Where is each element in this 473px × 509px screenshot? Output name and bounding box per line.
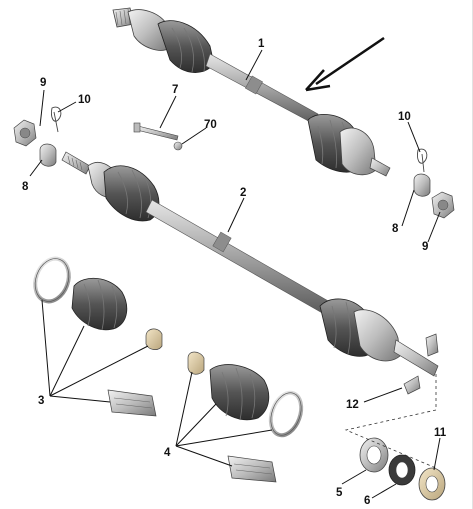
boot-kit-part-4 <box>187 351 304 483</box>
right-hub-fittings <box>413 148 455 219</box>
bracket-part-12 <box>403 375 421 395</box>
label-part-8-right: 8 <box>392 223 399 235</box>
label-part-10-left: 10 <box>78 94 91 106</box>
bolt-part-7 <box>133 122 179 141</box>
left-hub-fittings <box>13 106 62 167</box>
label-part-9-right: 9 <box>422 241 428 253</box>
label-part-1: 1 <box>258 38 265 50</box>
bracket-part-12b <box>425 333 439 357</box>
label-part-8-left: 8 <box>22 181 29 193</box>
label-part-12: 12 <box>346 399 359 411</box>
leader-lines <box>29 49 441 499</box>
bearing-part-11 <box>418 467 446 501</box>
label-part-4: 4 <box>164 447 171 459</box>
label-part-9-left: 9 <box>40 77 46 89</box>
seal-part-6 <box>388 454 416 486</box>
nut-part-70 <box>173 141 183 151</box>
part-labels: 1 2 3 4 5 6 7 70 8 8 9 9 10 10 11 12 <box>22 38 447 507</box>
label-part-6: 6 <box>364 495 370 507</box>
label-part-11: 11 <box>434 427 447 439</box>
label-part-70: 70 <box>204 119 217 131</box>
assembly-dashed-line <box>344 374 437 469</box>
label-part-2: 2 <box>240 187 246 199</box>
boot-kit-part-3 <box>33 256 163 417</box>
lower-driveshaft <box>61 151 439 377</box>
label-part-3: 3 <box>38 395 44 407</box>
label-part-7: 7 <box>172 84 178 96</box>
label-part-10-right: 10 <box>398 111 411 123</box>
arrow-down-left-icon <box>305 36 385 92</box>
bearing-part-5 <box>359 437 389 473</box>
label-part-5: 5 <box>336 487 343 499</box>
upper-driveshaft <box>112 7 391 177</box>
